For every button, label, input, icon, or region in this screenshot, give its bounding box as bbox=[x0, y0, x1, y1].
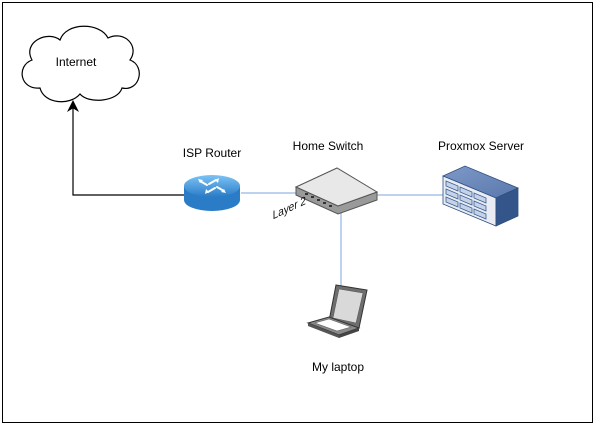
my-laptop-label: My laptop bbox=[312, 360, 364, 374]
cloud-icon bbox=[21, 25, 140, 103]
isp-router-node[interactable]: ISP Router bbox=[183, 146, 241, 211]
proxmox-server-node[interactable]: Proxmox Server bbox=[438, 139, 524, 227]
switch-device-text: Layer 2 bbox=[272, 194, 308, 222]
internet-node[interactable]: Internet bbox=[21, 25, 140, 103]
my-laptop-node[interactable]: My laptop bbox=[306, 284, 368, 374]
internet-label: Internet bbox=[56, 55, 97, 69]
isp-router-label: ISP Router bbox=[183, 146, 241, 160]
proxmox-server-label: Proxmox Server bbox=[438, 139, 524, 153]
home-switch-node[interactable]: Home Switch Layer 2 bbox=[272, 139, 379, 222]
laptop-icon bbox=[306, 284, 368, 338]
home-switch-label: Home Switch bbox=[293, 139, 364, 153]
switch-icon: Layer 2 bbox=[272, 167, 379, 222]
server-rack-icon bbox=[441, 165, 520, 227]
router-icon bbox=[184, 175, 240, 211]
connector-router-internet bbox=[67, 100, 185, 196]
